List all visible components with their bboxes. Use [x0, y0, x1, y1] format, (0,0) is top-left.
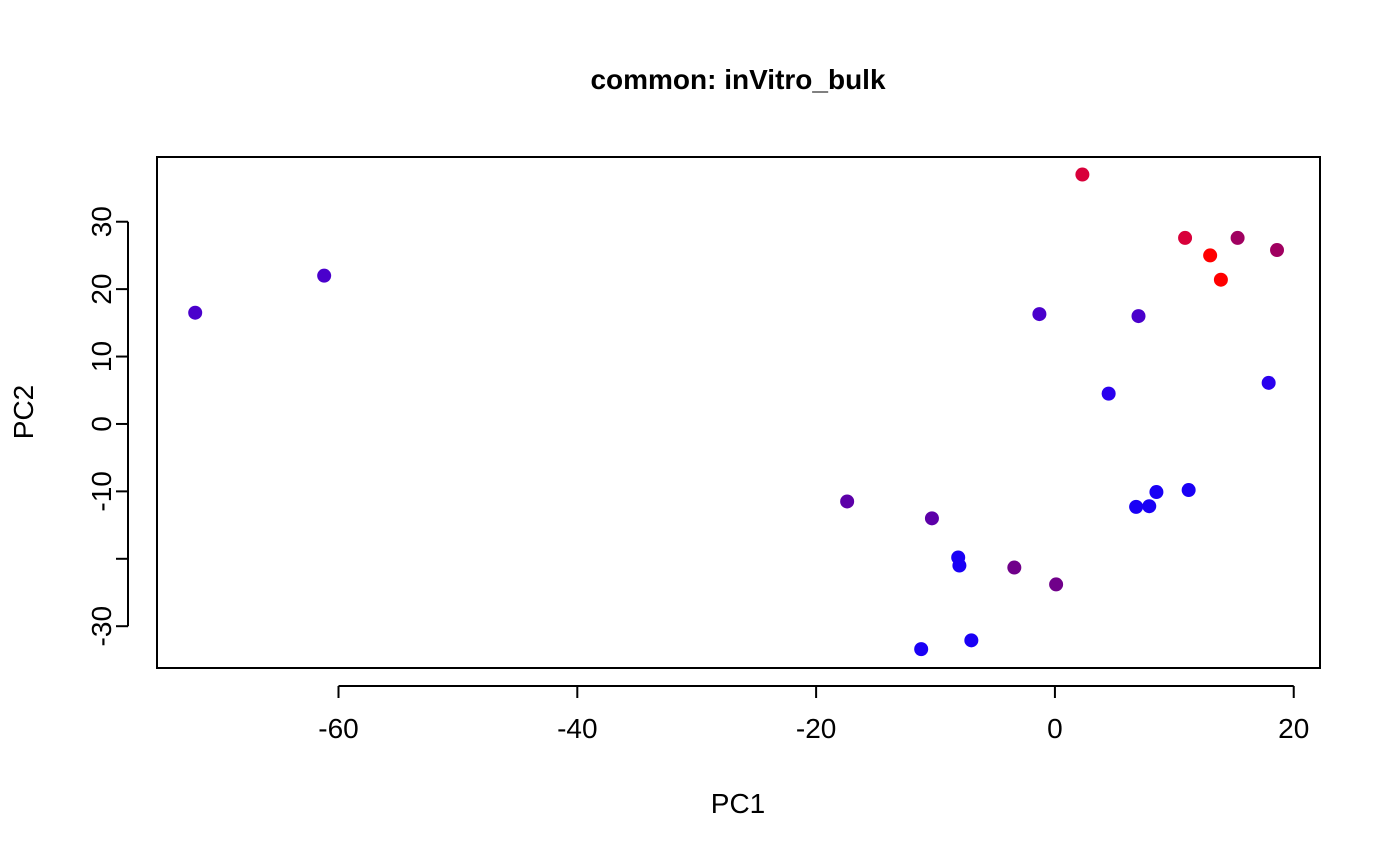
y-tick-label: 20: [86, 274, 117, 305]
y-tick-label: 10: [86, 341, 117, 372]
y-tick-label: -10: [86, 471, 117, 511]
x-tick-label: -60: [318, 713, 358, 744]
plot-frame: [156, 156, 1321, 669]
data-point: [1142, 499, 1157, 514]
y-tick-label: 0: [86, 416, 117, 432]
data-point: [1149, 485, 1164, 500]
y-axis: -30 -10 0 10 20 30: [86, 206, 129, 646]
data-point: [964, 633, 979, 648]
data-point: [1007, 560, 1022, 575]
x-tick-label: -20: [796, 713, 836, 744]
data-points: [188, 167, 1285, 657]
data-point: [1261, 375, 1276, 390]
data-point: [1178, 230, 1193, 245]
data-point: [188, 305, 203, 320]
data-point: [1213, 272, 1228, 287]
y-tick-label: -30: [86, 606, 117, 646]
y-tick-label: 30: [86, 206, 117, 237]
x-axis: -60 -40 -20 0 20: [318, 685, 1309, 744]
data-point: [317, 268, 332, 283]
data-point: [840, 494, 855, 509]
data-point: [1032, 307, 1047, 322]
chart-title: common: inVitro_bulk: [590, 64, 885, 95]
x-tick-label: -40: [557, 713, 597, 744]
data-point: [1075, 167, 1090, 182]
data-point: [1203, 248, 1218, 263]
y-axis-label: PC2: [8, 385, 39, 439]
data-point: [1131, 309, 1146, 324]
data-point: [1129, 499, 1144, 514]
data-point: [1181, 483, 1196, 498]
x-tick-label: 0: [1047, 713, 1063, 744]
data-point: [952, 558, 967, 573]
x-axis-label: PC1: [711, 788, 765, 819]
x-tick-label: 20: [1278, 713, 1309, 744]
data-point: [1230, 230, 1245, 245]
data-point: [924, 511, 939, 526]
data-point: [1101, 386, 1116, 401]
data-point: [1049, 577, 1064, 592]
data-point: [914, 642, 929, 657]
data-point: [1270, 243, 1285, 258]
